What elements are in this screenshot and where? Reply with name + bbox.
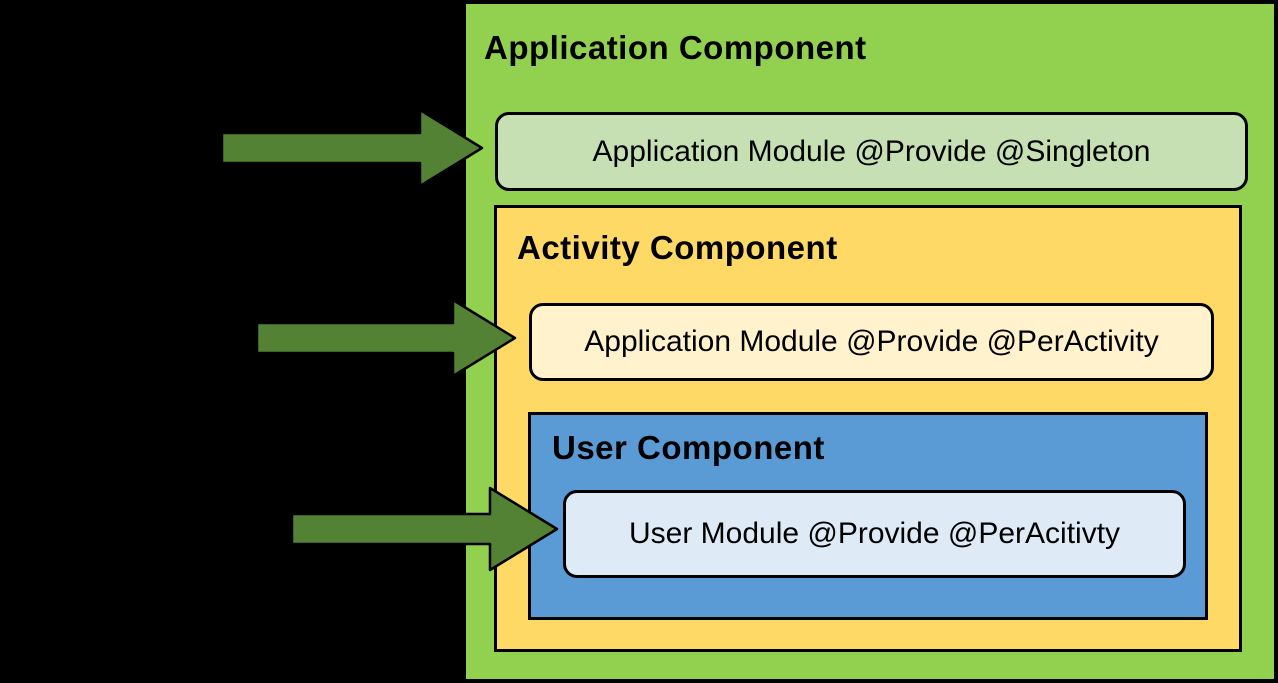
activity-component-box: Activity Component Application Module @P…	[494, 205, 1242, 652]
user-component-box: User Component User Module @Provide @Per…	[528, 412, 1208, 620]
activity-component-title: Activity Component	[517, 229, 838, 266]
user-module-box: User Module @Provide @PerAcitivty	[563, 490, 1186, 578]
user-module-label: User Module @Provide @PerAcitivty	[628, 517, 1121, 550]
application-module-label: Application Module @Provide @Singleton	[592, 134, 1151, 168]
block-arrow-right-icon	[220, 108, 484, 188]
user-component-title: User Component	[552, 429, 825, 466]
activity-module-label: Application Module @Provide @PerActivity	[584, 325, 1159, 358]
activity-module-box: Application Module @Provide @PerActivity	[529, 303, 1214, 381]
application-component-title: Application Component	[484, 29, 867, 66]
application-module-box: Application Module @Provide @Singleton	[495, 112, 1248, 191]
application-component-box: Application Component Application Module…	[462, 0, 1278, 683]
